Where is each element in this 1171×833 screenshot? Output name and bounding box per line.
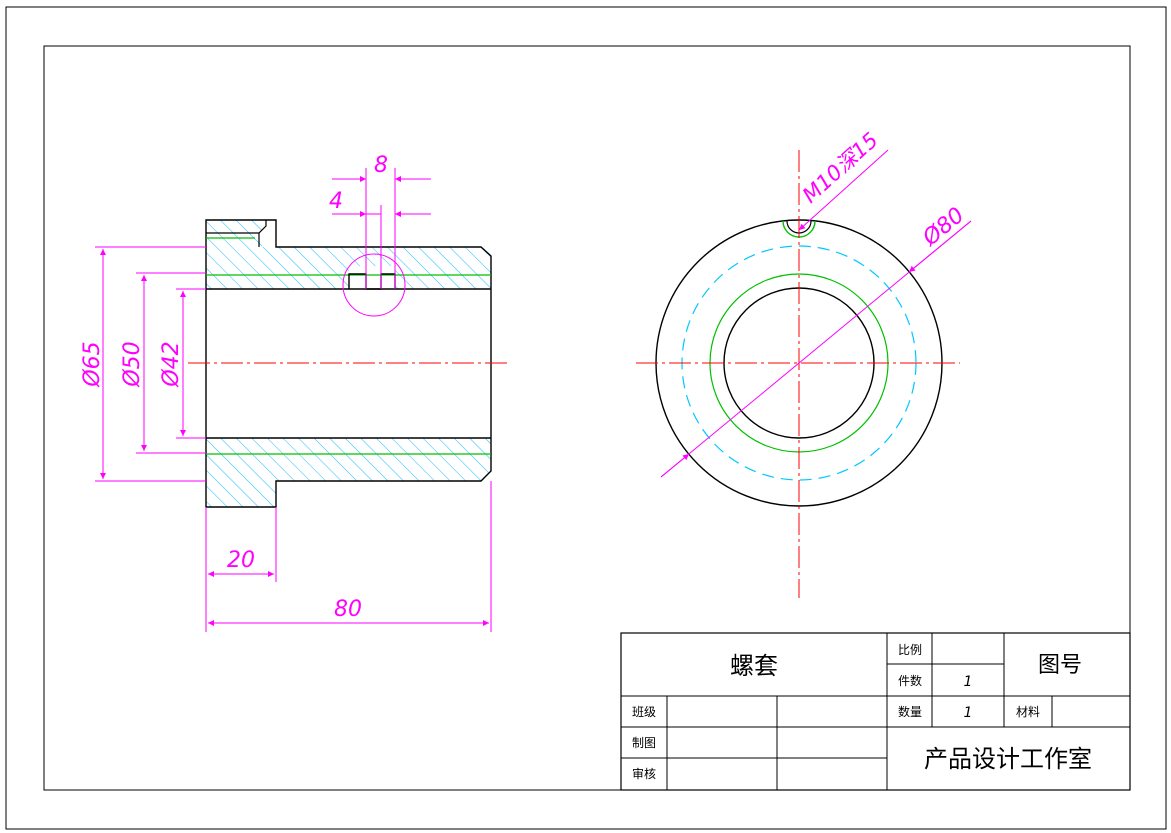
slot-detail-circle <box>342 253 406 317</box>
scale-label: 比例 <box>898 643 922 657</box>
inner-frame <box>43 45 1131 791</box>
material-label: 材料 <box>1016 705 1040 719</box>
checked-label: 审核 <box>632 766 656 781</box>
quantity-label: 数量 <box>898 704 922 719</box>
section-view: Ø65 Ø50 Ø42 20 80 8 4 <box>80 153 510 632</box>
dim-arrow-d80-a <box>660 453 690 478</box>
slot-cutout <box>349 266 395 289</box>
pieces-label: 件数 <box>898 673 922 688</box>
studio-name: 产品设计工作室 <box>924 745 1092 773</box>
drawn-label: 制图 <box>632 736 656 750</box>
pieces-value: 1 <box>964 674 973 690</box>
part-outline <box>205 219 492 508</box>
dim-d42: Ø42 <box>159 341 184 387</box>
hatch-lower <box>206 438 491 507</box>
dim-slot4: 4 <box>329 189 343 214</box>
quantity-value: 1 <box>964 705 973 721</box>
dim-d65: Ø65 <box>80 341 105 387</box>
end-view: Ø80 M10深15 <box>636 128 972 598</box>
outer-border <box>5 6 1167 830</box>
dim-slot8: 8 <box>374 153 388 178</box>
drawing-no-label: 图号 <box>1038 653 1082 678</box>
dim-thread: M10深15 <box>798 128 883 208</box>
dim-len20: 20 <box>227 548 255 573</box>
dim-d50: Ø50 <box>120 341 145 387</box>
flange-chamfer <box>206 220 267 247</box>
class-label: 班级 <box>632 705 656 719</box>
title-block: 螺套 比例 件数 1 图号 数量 1 材料 班级 制图 审核 产品设计工作室 <box>620 632 1131 791</box>
title-block-frame <box>620 632 1131 791</box>
dim-arrow-d80-b <box>908 220 972 273</box>
dim-len80: 80 <box>334 597 362 622</box>
leader-thread <box>798 149 889 231</box>
part-name: 螺套 <box>730 652 778 680</box>
